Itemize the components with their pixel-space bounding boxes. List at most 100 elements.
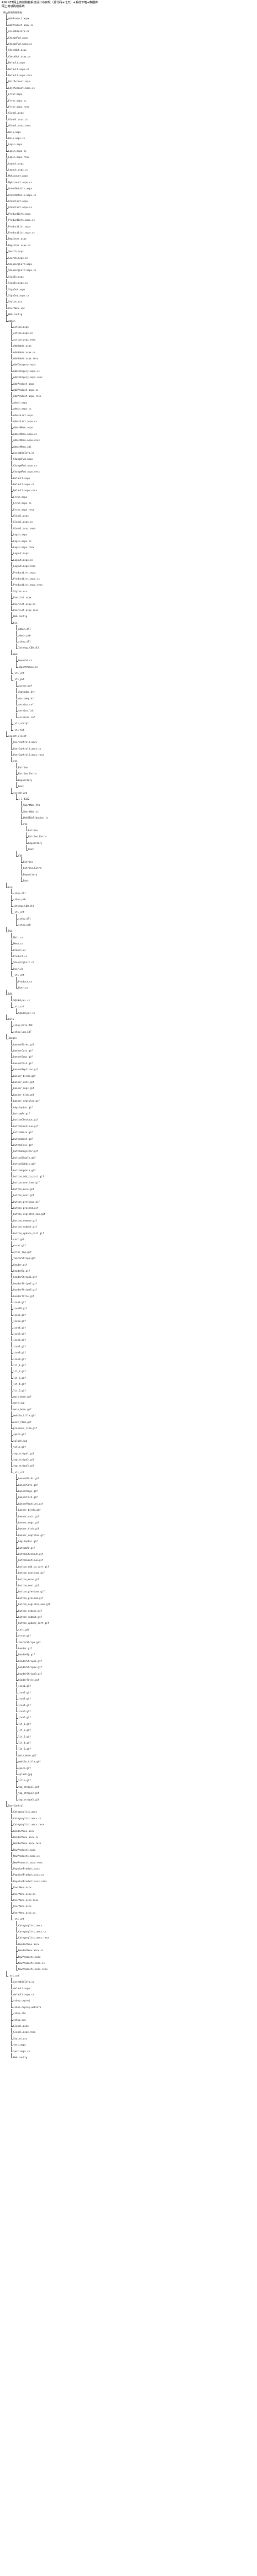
tree-connector (11, 328, 13, 334)
folder-item: admin (8, 319, 15, 322)
tree-connector (11, 1826, 13, 1832)
tree-connector (11, 1392, 13, 1398)
tree-connector (6, 83, 8, 89)
tree-connector (11, 939, 13, 945)
tree-connector (11, 1209, 13, 1215)
file-item: Error.aspx.resx (13, 508, 34, 511)
tree-connector (16, 1618, 18, 1624)
file-item: buttonRegister.gif (13, 1150, 39, 1153)
file-item: ChangePwd.aspx (13, 458, 33, 461)
tree-connector (11, 1889, 13, 1895)
tree-connector (11, 618, 13, 624)
file-item: UserMenu.ascx.resx (13, 1899, 39, 1902)
folder-item: UserControl (8, 1804, 24, 1807)
tree-connector (11, 1077, 13, 1083)
tree-connector (11, 674, 13, 681)
tree-connector (16, 1719, 18, 1725)
file-item: PopularProduct.ascx.cs (13, 1873, 44, 1877)
file-item: NewProducts.ascx.resx (18, 1968, 48, 1971)
tree-connector (16, 1637, 18, 1643)
tree-connector (11, 461, 13, 467)
tree-connector (16, 794, 18, 800)
tree-connector (11, 2034, 13, 2040)
tree-connector (6, 171, 8, 177)
file-item: ShoppingCart.aspx.cs (8, 269, 36, 272)
tree-connector (11, 2040, 13, 2046)
tree-connector (11, 1203, 13, 1209)
file-item: Logout.aspx.cs (8, 168, 28, 171)
tree-connector (21, 813, 23, 819)
file-item: admin.aspx (13, 401, 28, 404)
file-item: banner_cats.gif (18, 1515, 39, 1518)
tree-connector (11, 1455, 13, 1461)
tree-connector (6, 20, 8, 26)
tree-connector (11, 2021, 13, 2027)
file-item: SignOut.aspx.cs (8, 294, 29, 297)
file-item: system_web (13, 791, 28, 794)
file-item: Global.asax.resx (13, 527, 36, 530)
file-item: Styles.css (8, 300, 23, 304)
tree-connector (11, 744, 13, 750)
tree-connector (11, 1448, 13, 1454)
tree-connector (11, 517, 13, 523)
tree-connector (11, 1279, 13, 1285)
tree-connector (16, 1776, 18, 1782)
tree-connector (11, 385, 13, 391)
tree-connector (11, 341, 13, 347)
file-item: banner_dogs.gif (18, 1521, 39, 1524)
tree-connector (11, 612, 13, 618)
file-item: Categorylist.ascx.resx (13, 1823, 44, 1826)
file-item: banner_dogs.gif (13, 1087, 34, 1090)
file-item: header.gif (18, 1647, 33, 1650)
file-item: PopularProduct.ascx.resx (13, 1879, 47, 1883)
file-item: AddCategory.aspx.cs (13, 369, 40, 373)
folder-item: DLL (8, 930, 13, 933)
tree-connector (6, 297, 8, 303)
tree-connector (11, 561, 13, 567)
file-item: AddProduct.aspx (8, 17, 29, 20)
tree-connector (11, 945, 13, 951)
tree-connector (6, 152, 8, 158)
file-item: mobile_title.gif (18, 1760, 41, 1764)
file-item: _vti_cnf (13, 1918, 25, 1921)
file-item: button_add_to_cart.gif (18, 1565, 49, 1568)
file-item: OrderDetails.aspx (8, 187, 32, 190)
file-item: ProductInfo.aspx (8, 212, 31, 215)
tree-connector (16, 1663, 18, 1669)
file-item: icon6.gif (18, 1716, 31, 1719)
file-item: ProductInfo.aspx.cs (8, 219, 35, 222)
file-item: Root (28, 848, 34, 851)
file-item: icon1.gif (13, 1301, 26, 1304)
file-item: ProductList.aspx (8, 225, 31, 228)
tree-connector (11, 486, 13, 492)
file-item: action.aspx.resx (13, 338, 36, 341)
file-item: SignIn.aspx (8, 275, 24, 278)
tree-connector (11, 1468, 13, 1474)
file-item: bannerBirds.gif (13, 1043, 34, 1046)
file-item: buttonCheckout.gif (18, 1553, 44, 1555)
file-item: banner_birds.gif (18, 1509, 41, 1512)
file-item: default.aspx (13, 1987, 30, 1990)
tree-connector (11, 2003, 13, 2009)
tree-connector (6, 731, 8, 737)
file-item: Logout.aspx.cs (13, 558, 33, 561)
tree-connector (16, 662, 18, 668)
tree-connector (11, 2015, 13, 2021)
file-item: ChangePwd.aspx.cs (8, 43, 32, 45)
tree-connector (16, 687, 18, 693)
file-item: bannerBirds.gif (18, 1477, 39, 1480)
tree-connector (16, 851, 18, 857)
file-item: lit_4.gif (13, 1383, 26, 1386)
tree-connector (11, 933, 13, 939)
tree-connector (11, 1235, 13, 1241)
tree-connector (11, 1122, 13, 1128)
file-item: button_proceed.gif (18, 1596, 44, 1600)
file-item: footerStripe.gif (18, 1640, 41, 1644)
file-item: bannerCats.gif (13, 1049, 33, 1052)
tree-connector (11, 536, 13, 542)
file-item: button_next.gif (18, 1584, 39, 1587)
file-item: AddProduct.aspx (13, 382, 34, 385)
file-item: _vti_cnf (13, 1005, 25, 1008)
tree-connector (11, 1442, 13, 1448)
tree-connector (16, 1656, 18, 1663)
